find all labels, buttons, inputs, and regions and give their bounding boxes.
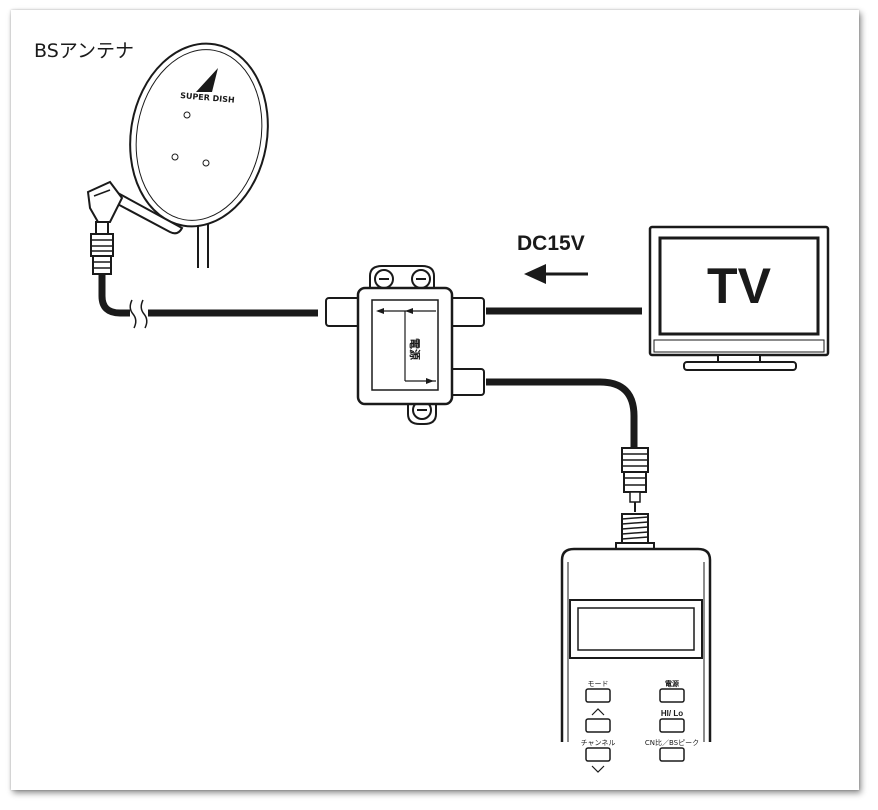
meter-cnbs-label: CN比／BSピーク: [645, 738, 699, 747]
meter-hilo-label: HI/ Lo: [661, 709, 683, 718]
meter-f-connector: [621, 447, 649, 512]
antenna-mast: [197, 220, 209, 268]
antenna-cable: [98, 274, 130, 317]
meter-power-label: 電源: [665, 679, 679, 688]
hilo-button[interactable]: [659, 718, 685, 733]
meter-mode-label: モード: [588, 680, 609, 688]
power-button[interactable]: [659, 688, 685, 703]
level-meter: [560, 547, 712, 773]
antenna-label: BSアンテナ: [34, 40, 134, 62]
television: [648, 225, 830, 371]
dish-reflector: [129, 42, 269, 228]
channel-down-button[interactable]: [585, 747, 611, 762]
power-label: DC15V: [517, 232, 585, 255]
power-inserter: [325, 265, 485, 425]
mode-button[interactable]: [585, 688, 611, 703]
chevron-down-icon: [591, 765, 605, 773]
bs-antenna: [86, 42, 269, 275]
cnbs-button[interactable]: [659, 747, 685, 762]
dish-logo-mark: [196, 68, 218, 92]
power-flow-arrow: [524, 264, 588, 284]
tv-label: TV: [707, 258, 772, 314]
channel-up-button[interactable]: [585, 718, 611, 733]
inserter-label: 電源: [408, 338, 422, 360]
cable-break: [129, 299, 148, 329]
antenna-f-connector: [90, 233, 114, 275]
lnb-converter: [86, 180, 124, 235]
inserter-to-meter-cable: [486, 378, 638, 448]
dish-screws: [171, 111, 210, 167]
tv-stand-base: [683, 361, 797, 371]
antenna-arm: [108, 190, 184, 235]
meter-input-port: [615, 513, 655, 550]
chevron-up-icon: [591, 708, 605, 716]
top-mount-ears: [369, 265, 435, 293]
meter-channel-label: チャンネル: [581, 739, 616, 747]
